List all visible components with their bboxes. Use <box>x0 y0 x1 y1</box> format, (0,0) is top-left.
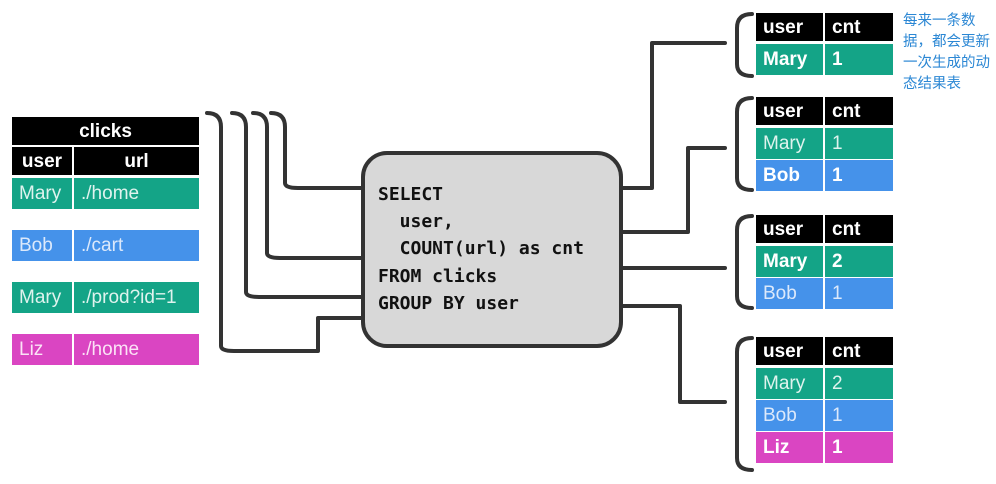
input-row-2-user: Bob <box>12 230 72 261</box>
bracket-upto-row-2 <box>251 111 363 260</box>
result-3-row-2-user: Bob <box>756 278 823 309</box>
result-3-row-1-user: Mary <box>756 246 823 277</box>
input-row-3-url: ./prod?id=1 <box>74 282 199 313</box>
result-4-row-2-user: Bob <box>756 400 823 431</box>
result-4-header-user: user <box>756 337 823 365</box>
result-3-bracket <box>735 214 754 310</box>
input-row-4-user: Liz <box>12 334 72 365</box>
bracket-upto-row-4 <box>205 111 363 353</box>
result-4-row-2-cnt: 1 <box>825 400 893 431</box>
bracket-upto-row-3 <box>230 111 363 299</box>
sql-line-2: user, <box>378 211 454 232</box>
sql-line-5: GROUP BY user <box>378 293 519 314</box>
result-1-row-1-cnt: 1 <box>825 44 893 75</box>
result-2-row-2-cnt: 1 <box>825 160 893 191</box>
result-2-row-1-cnt: 1 <box>825 128 893 159</box>
result-1-bracket <box>735 12 754 78</box>
bracket-upto-row-1 <box>269 111 363 190</box>
result-1-header-cnt: cnt <box>825 13 893 41</box>
sql-line-1: SELECT <box>378 184 444 205</box>
result-3-header-cnt: cnt <box>825 215 893 243</box>
input-header-url: url <box>74 147 199 175</box>
connector-to-result-1 <box>621 41 727 190</box>
result-4-row-1-cnt: 2 <box>825 368 893 399</box>
input-row-1-url: ./home <box>74 178 199 209</box>
result-2-header-cnt: cnt <box>825 97 893 125</box>
sql-query-box: SELECT user, COUNT(url) as cnt FROM clic… <box>361 151 623 348</box>
result-4-row-3-cnt: 1 <box>825 432 893 463</box>
input-row-1-user: Mary <box>12 178 72 209</box>
result-2-bracket <box>735 96 754 192</box>
result-3-row-1-cnt: 2 <box>825 246 893 277</box>
result-2-row-2-user: Bob <box>756 160 823 191</box>
result-4-bracket <box>735 336 754 472</box>
result-3-row-2-cnt: 1 <box>825 278 893 309</box>
annotation-note: 每来一条数据，都会更新一次生成的动态结果表 <box>903 13 990 92</box>
result-2-row-1-user: Mary <box>756 128 823 159</box>
result-4-row-1-user: Mary <box>756 368 823 399</box>
result-2-header-user: user <box>756 97 823 125</box>
connector-to-result-4 <box>621 304 727 404</box>
result-3-header-user: user <box>756 215 823 243</box>
sql-line-4: FROM clicks <box>378 266 498 287</box>
input-row-2-url: ./cart <box>74 230 199 261</box>
result-1-header-user: user <box>756 13 823 41</box>
sql-line-3: COUNT(url) as cnt <box>378 238 584 259</box>
input-row-4-url: ./home <box>74 334 199 365</box>
result-4-header-cnt: cnt <box>825 337 893 365</box>
connector-to-result-2 <box>621 146 727 234</box>
result-1-row-1-user: Mary <box>756 44 823 75</box>
result-4-row-3-user: Liz <box>756 432 823 463</box>
input-table-title: clicks <box>12 117 199 145</box>
input-row-3-user: Mary <box>12 282 72 313</box>
input-header-user: user <box>12 147 72 175</box>
